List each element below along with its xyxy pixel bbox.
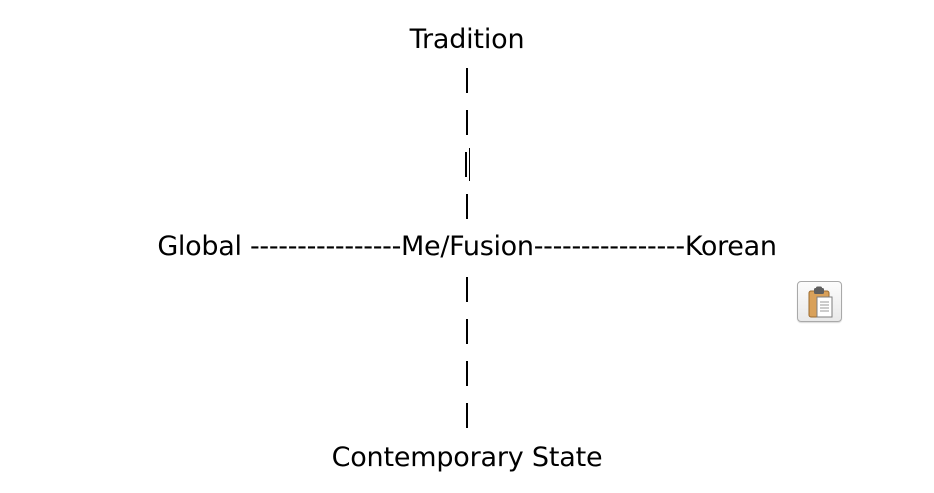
right-connector: ----------------: [533, 231, 685, 262]
text-cursor: [468, 148, 470, 181]
vertical-bar: [0, 268, 934, 310]
center-label: Me/Fusion: [401, 231, 534, 262]
horizontal-axis-row: Global ----------------Me/Fusion--------…: [0, 226, 934, 268]
vertical-bar: [0, 101, 934, 143]
left-label: Global: [157, 231, 242, 262]
vertical-bar-with-caret: [0, 143, 934, 185]
top-label: Tradition: [409, 24, 525, 55]
right-label: Korean: [684, 231, 777, 262]
vertical-bar: [0, 394, 934, 436]
bottom-label: Contemporary State: [331, 442, 603, 473]
vertical-bar: [0, 310, 934, 352]
vertical-bar: [0, 59, 934, 101]
vertical-bar: [0, 185, 934, 227]
paste-options-button[interactable]: [797, 281, 842, 322]
left-connector: ----------------: [249, 231, 402, 262]
vertical-bar: [0, 352, 934, 394]
clipboard-icon: [808, 286, 833, 318]
